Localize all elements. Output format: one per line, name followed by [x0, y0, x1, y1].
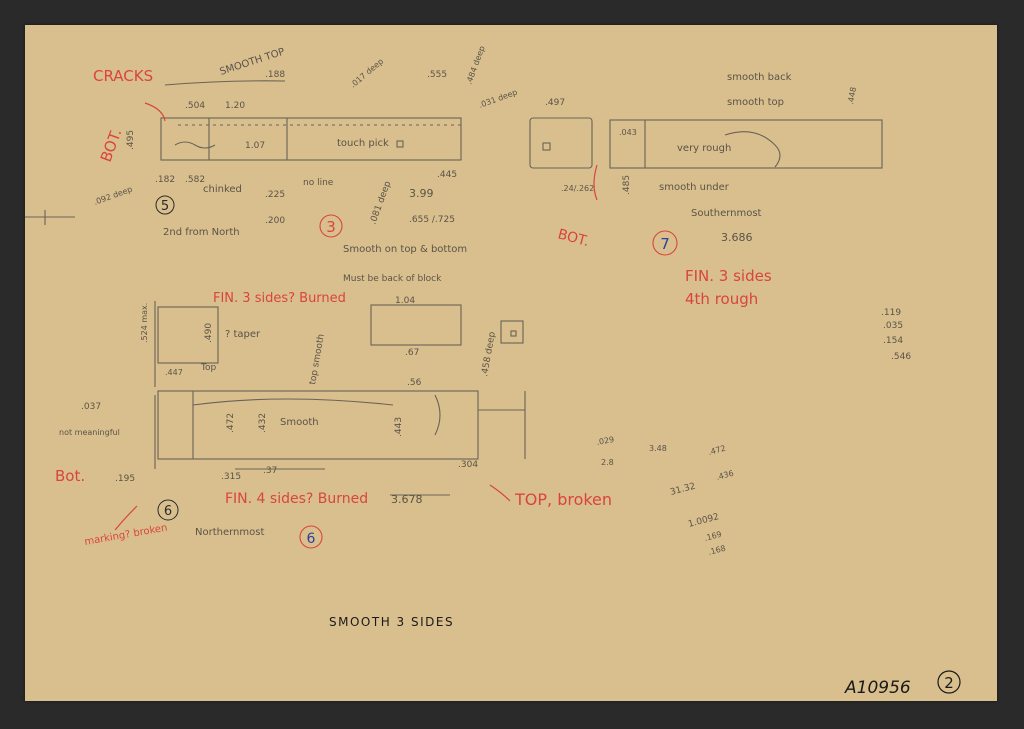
measure-037: .037: [81, 402, 101, 412]
measure-081-deep: .081 deep: [368, 180, 393, 226]
measure-107: 1.07: [245, 141, 265, 151]
measure-546: .546: [891, 352, 911, 362]
measure-3678: 3.678: [391, 493, 423, 506]
measure-10092: 1.0092: [687, 512, 720, 530]
stone-number-6-red: 6: [299, 525, 323, 549]
note-southernmost: Southernmost: [691, 208, 762, 219]
note-bot-right: BOT.: [556, 226, 591, 250]
measure-445: .445: [437, 170, 457, 180]
measure-031-deep: .031 deep: [478, 88, 519, 110]
measure-169: .169: [703, 530, 723, 543]
measure-443: .443: [394, 417, 404, 437]
note-smooth-back: smooth back: [727, 72, 792, 83]
measure-035: .035: [883, 321, 903, 331]
measure-182: .182: [155, 175, 175, 185]
measure-655-725: .655 /.725: [409, 215, 455, 225]
measure-154: .154: [883, 336, 903, 346]
stone-7-sketch: [529, 117, 883, 201]
note-must-be-back: Must be back of block: [343, 274, 442, 284]
measure-225: .225: [265, 190, 285, 200]
note-marking-broken: marking? broken: [84, 523, 169, 548]
measure-304: .304: [458, 460, 478, 470]
measure-524-max: .524 max.: [140, 303, 149, 343]
note-smooth: Smooth: [280, 417, 319, 428]
measure-37: .37: [263, 466, 277, 476]
measure-200: .200: [265, 216, 285, 226]
note-cracks: CRACKS: [93, 67, 153, 85]
caption-smooth-3-sides: SMOOTH 3 SIDES: [329, 615, 454, 629]
measure-495-left: .495: [126, 130, 136, 150]
note-not-meaningful: not meaningful: [59, 428, 120, 437]
note-bot-mid-left: Bot.: [55, 467, 85, 485]
measure-432: .432: [258, 413, 268, 433]
note-top: Top: [200, 363, 216, 373]
measure-188: .188: [265, 70, 285, 80]
measure-195: .195: [115, 474, 135, 484]
note-taper: ? taper: [225, 329, 261, 340]
measure-029: .029: [596, 435, 615, 447]
page-number-badge: 2: [937, 670, 961, 694]
stone-5-sketch: [160, 117, 462, 161]
svg-text:3: 3: [326, 218, 336, 236]
note-chinked: chinked: [203, 184, 242, 195]
measure-447: .447: [165, 368, 183, 377]
measure-436: .436: [715, 469, 735, 482]
measure-017-deep: .017 deep: [349, 57, 386, 90]
note-very-rough: very rough: [677, 143, 731, 154]
note-top-smooth: top smooth: [308, 333, 327, 385]
note-smooth-under: smooth under: [659, 182, 730, 193]
stone-number-7: 7: [652, 230, 678, 256]
svg-text:6: 6: [164, 504, 172, 519]
measure-485: .485: [622, 175, 632, 195]
stone-number-6-pencil: 6: [157, 499, 179, 521]
measure-168: .168: [707, 544, 727, 557]
measure-458-deep: .458 deep: [480, 331, 498, 378]
measure-3132: 31.32: [669, 482, 696, 498]
measure-28: 2.8: [601, 458, 614, 467]
note-fin-4-sides-burned: FIN. 4 sides? Burned: [225, 491, 368, 507]
catalog-number: A10956: [844, 678, 911, 698]
svg-text:6: 6: [307, 531, 316, 547]
measure-315: .315: [221, 472, 241, 482]
measure-56: .56: [407, 378, 422, 388]
measure-504: .504: [185, 101, 205, 111]
svg-text:5: 5: [161, 199, 169, 214]
svg-text:7: 7: [660, 235, 670, 253]
measure-497: .497: [545, 98, 565, 108]
note-touch-pick: touch pick: [337, 138, 389, 149]
stone-number-5: 5: [155, 195, 175, 215]
measure-104: 1.04: [395, 296, 415, 306]
measure-472: .472: [226, 413, 236, 433]
note-bot-top-left: BOT.: [97, 126, 126, 164]
measure-119: .119: [881, 308, 901, 318]
note-smooth-top-and-bottom: Smooth on top & bottom: [343, 244, 467, 255]
measure-448: .448: [846, 86, 858, 105]
archive-sheet: CRACKS BOT. FIN. 3 sides? Burned Bot. FI…: [25, 25, 997, 701]
note-smooth-top-right: smooth top: [727, 97, 784, 108]
measure-490: .490: [204, 323, 214, 343]
stone-number-3: 3: [319, 214, 343, 238]
note-top-broken: TOP, broken: [514, 490, 612, 509]
measure-348: 3.48: [649, 444, 667, 453]
note-4th-rough: 4th rough: [685, 290, 758, 308]
measure-399: 3.99: [409, 187, 434, 200]
measure-582: .582: [185, 175, 205, 185]
field-sketch-drawing: CRACKS BOT. FIN. 3 sides? Burned Bot. FI…: [25, 45, 961, 698]
measure-67: .67: [405, 348, 419, 358]
measure-555: .555: [427, 70, 447, 80]
stone-6-sketch: [157, 304, 526, 460]
note-fin-3-sides: FIN. 3 sides: [685, 267, 772, 285]
measure-043: .043: [619, 128, 637, 137]
measure-3686: 3.686: [721, 231, 753, 244]
note-fin-3-sides-burned: FIN. 3 sides? Burned: [213, 291, 346, 306]
measure-24-262: .24/.262: [561, 184, 594, 193]
note-no-line: no line: [303, 178, 334, 188]
measure-092-deep: .092 deep: [93, 185, 134, 207]
svg-text:2: 2: [944, 674, 954, 692]
measure-472b: .472: [707, 444, 727, 457]
note-second-from-north: 2nd from North: [163, 227, 240, 238]
note-northernmost: Northernmost: [195, 527, 264, 538]
measure-120: 1.20: [225, 101, 245, 111]
measure-484-deep: .484 deep: [464, 45, 486, 86]
